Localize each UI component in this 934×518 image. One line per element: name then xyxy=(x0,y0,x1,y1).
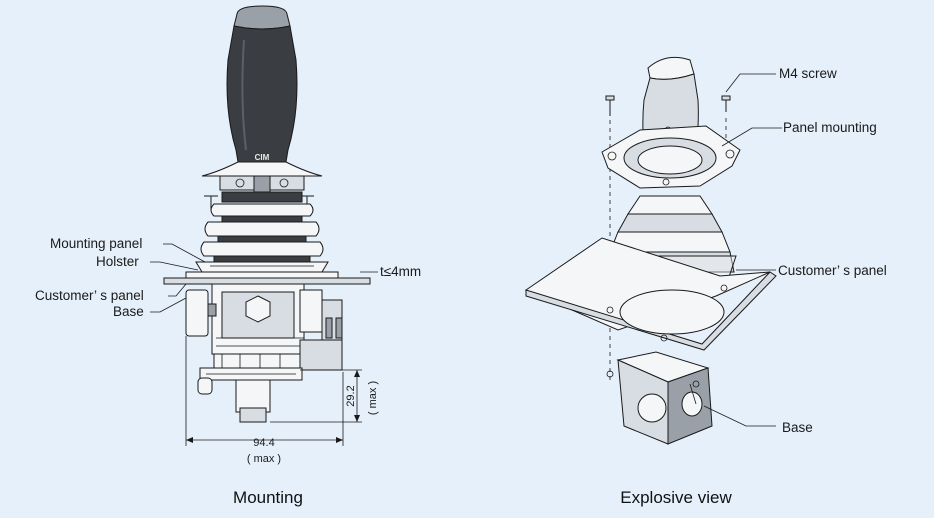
panel-cutout xyxy=(619,289,725,335)
label-holster: Holster xyxy=(96,254,139,269)
bellows-boot xyxy=(200,191,324,263)
label-customers-panel-right: Customer’ s panel xyxy=(778,263,887,278)
exploded-view: M4 screw Panel mounting Customer’ s pane… xyxy=(524,56,887,507)
panel-edge xyxy=(525,271,777,351)
brand-logo: CIM xyxy=(255,153,270,162)
holster-ring xyxy=(195,261,329,273)
mounting-view: CIM xyxy=(35,5,421,507)
caption-explosive-view: Explosive view xyxy=(620,488,732,507)
width-dimension: 94.4 ( max ) xyxy=(185,336,344,465)
label-base-left: Base xyxy=(113,304,144,319)
height-dimension: 29.2 ( max ) xyxy=(270,369,379,423)
base-module xyxy=(185,283,343,423)
height-dimension-note: ( max ) xyxy=(367,381,379,415)
label-m4-screw: M4 screw xyxy=(779,66,837,81)
m4-screws xyxy=(605,95,731,116)
width-dimension-value: 94.4 xyxy=(253,437,274,449)
label-panel-mounting: Panel mounting xyxy=(783,120,877,135)
caption-mounting: Mounting xyxy=(233,488,303,507)
mounting-flange xyxy=(185,271,339,279)
grip-neck xyxy=(201,161,323,177)
label-customers-panel-left: Customer’ s panel xyxy=(35,288,144,303)
exploded-base xyxy=(606,351,713,445)
height-dimension-value: 29.2 xyxy=(345,385,357,406)
grip-cap xyxy=(233,5,291,30)
label-thickness: t≤4mm xyxy=(380,264,421,279)
label-mounting-panel: Mounting panel xyxy=(50,236,142,251)
width-dimension-note: ( max ) xyxy=(247,453,281,465)
customer-panel-plate xyxy=(163,277,371,285)
grip-body xyxy=(226,25,298,163)
label-base-right: Base xyxy=(782,420,813,435)
panel-mounting-ring xyxy=(601,125,741,189)
